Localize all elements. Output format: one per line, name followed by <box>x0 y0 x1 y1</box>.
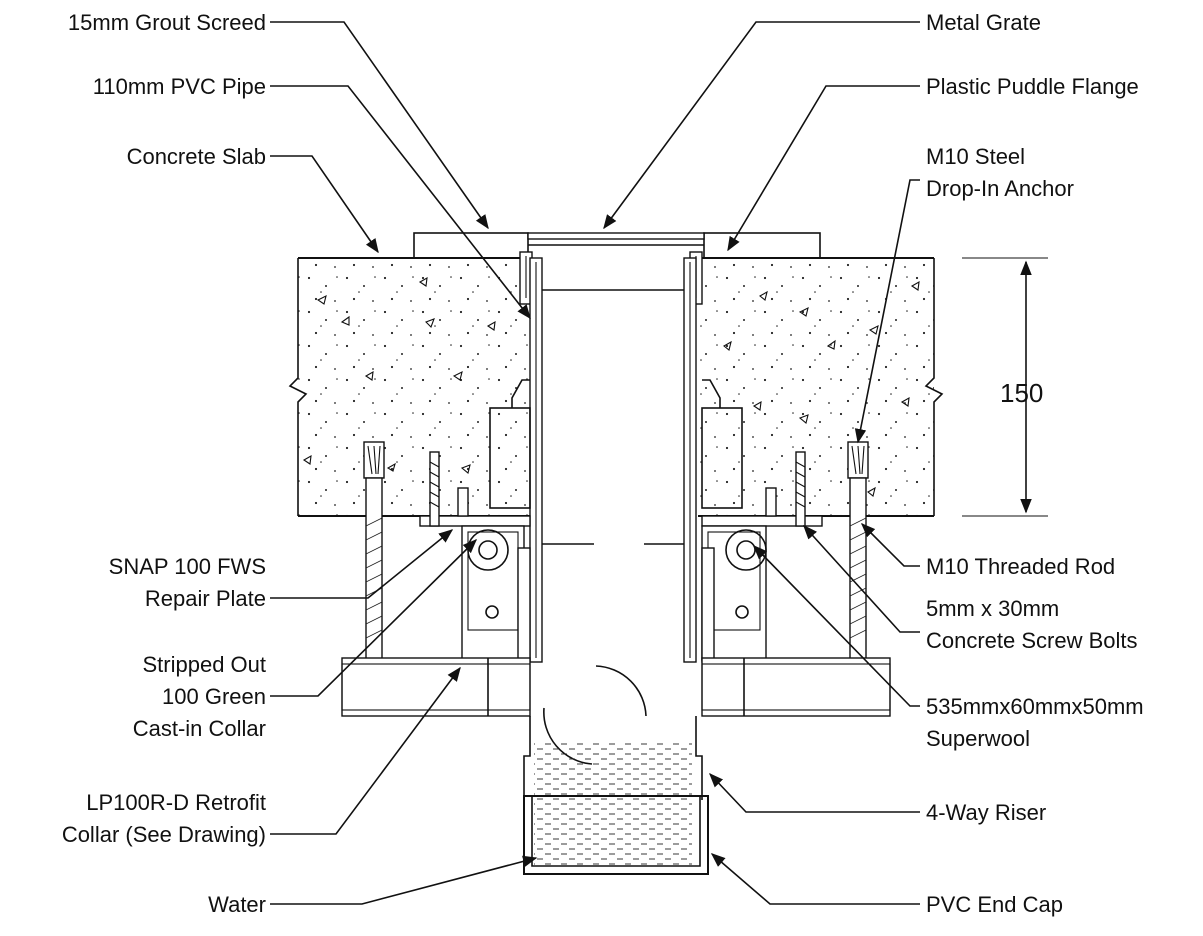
concrete-slab <box>288 257 944 517</box>
label-retrofit-line2: Collar (See Drawing) <box>62 822 266 847</box>
label-metal-grate: Metal Grate <box>926 10 1041 35</box>
dimension-label: 150 <box>1000 378 1043 408</box>
four-way-riser <box>341 657 891 800</box>
label-anchor-line2: Drop-In Anchor <box>926 176 1074 201</box>
screw-bolts <box>429 451 806 527</box>
label-screw-line2: Concrete Screw Bolts <box>926 628 1138 653</box>
label-collar-line3: Cast-in Collar <box>133 716 266 741</box>
water <box>534 740 692 868</box>
label-anchor-line1: M10 Steel <box>926 144 1025 169</box>
retrofit-collar <box>461 525 767 663</box>
label-water: Water <box>208 892 266 917</box>
leader-lines <box>270 21 920 905</box>
metal-grate <box>527 232 705 246</box>
label-superwool-line1: 535mmx60mmx50mm <box>926 694 1144 719</box>
cast-in-collar <box>489 379 743 509</box>
pvc-end-cap <box>523 795 709 875</box>
label-concrete-slab: Concrete Slab <box>127 144 266 169</box>
label-screw-line1: 5mm x 30mm <box>926 596 1059 621</box>
label-collar-line2: 100 Green <box>162 684 266 709</box>
label-collar-line1: Stripped Out <box>142 652 266 677</box>
label-end-cap: PVC End Cap <box>926 892 1063 917</box>
dimension-150 <box>962 257 1048 517</box>
label-snap-line2: Repair Plate <box>145 586 266 611</box>
label-grout-screed: 15mm Grout Screed <box>68 10 266 35</box>
repair-plate <box>419 515 823 527</box>
label-threaded-rod: M10 Threaded Rod <box>926 554 1115 579</box>
label-pvc-pipe: 110mm PVC Pipe <box>93 74 266 99</box>
drop-in-anchor <box>363 441 869 479</box>
pvc-pipe <box>529 257 697 663</box>
puddle-flange <box>519 251 703 305</box>
label-riser: 4-Way Riser <box>926 800 1046 825</box>
label-puddle-flange: Plastic Puddle Flange <box>926 74 1139 99</box>
label-retrofit-line1: LP100R-D Retrofit <box>86 790 266 815</box>
label-superwool-line2: Superwool <box>926 726 1030 751</box>
superwool <box>517 547 715 661</box>
label-snap-line1: SNAP 100 FWS <box>109 554 266 579</box>
